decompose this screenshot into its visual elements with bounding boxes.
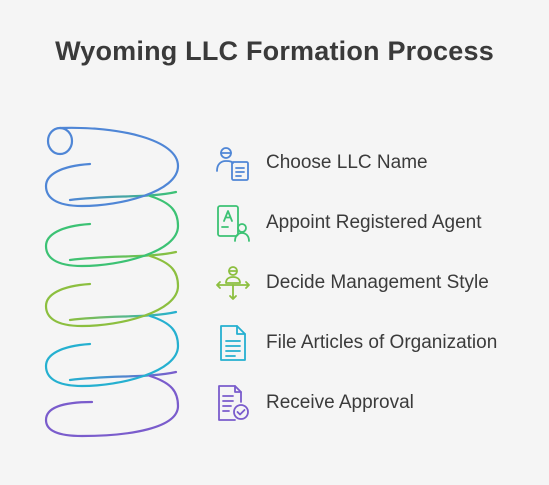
step-label: Receive Approval [266, 392, 414, 413]
step-receive-approval: Receive Approval [213, 383, 414, 423]
spiral-coil-2 [44, 194, 180, 268]
step-file-articles: File Articles of Organization [213, 323, 497, 363]
step-choose-llc-name: Choose LLC Name [213, 143, 428, 183]
spiral-back-segment-3 [68, 310, 178, 322]
spiral-back-segment-1 [68, 190, 178, 202]
step-label: Decide Management Style [266, 272, 489, 293]
spiral-coil-1 [44, 126, 180, 208]
step-label: File Articles of Organization [266, 332, 498, 353]
step-appoint-registered-agent: Appoint Registered Agent [213, 203, 482, 243]
step-label: Choose LLC Name [266, 152, 428, 173]
spiral-coil-4 [44, 314, 180, 388]
management-arrows-icon [216, 266, 250, 300]
spiral-top-cap [46, 126, 74, 156]
document-icon [220, 325, 246, 361]
spiral-coil-5 [44, 374, 180, 438]
spiral-back-segment-2 [68, 250, 178, 262]
spiral-coil-3 [44, 254, 180, 328]
step-label: Appoint Registered Agent [266, 212, 482, 233]
agent-id-card-icon [217, 205, 250, 242]
page-title: Wyoming LLC Formation Process [55, 36, 494, 66]
spiral-back-segment-4 [68, 370, 178, 382]
approved-document-icon [218, 385, 249, 421]
step-decide-management-style: Decide Management Style [213, 263, 489, 303]
user-document-icon [216, 147, 249, 181]
